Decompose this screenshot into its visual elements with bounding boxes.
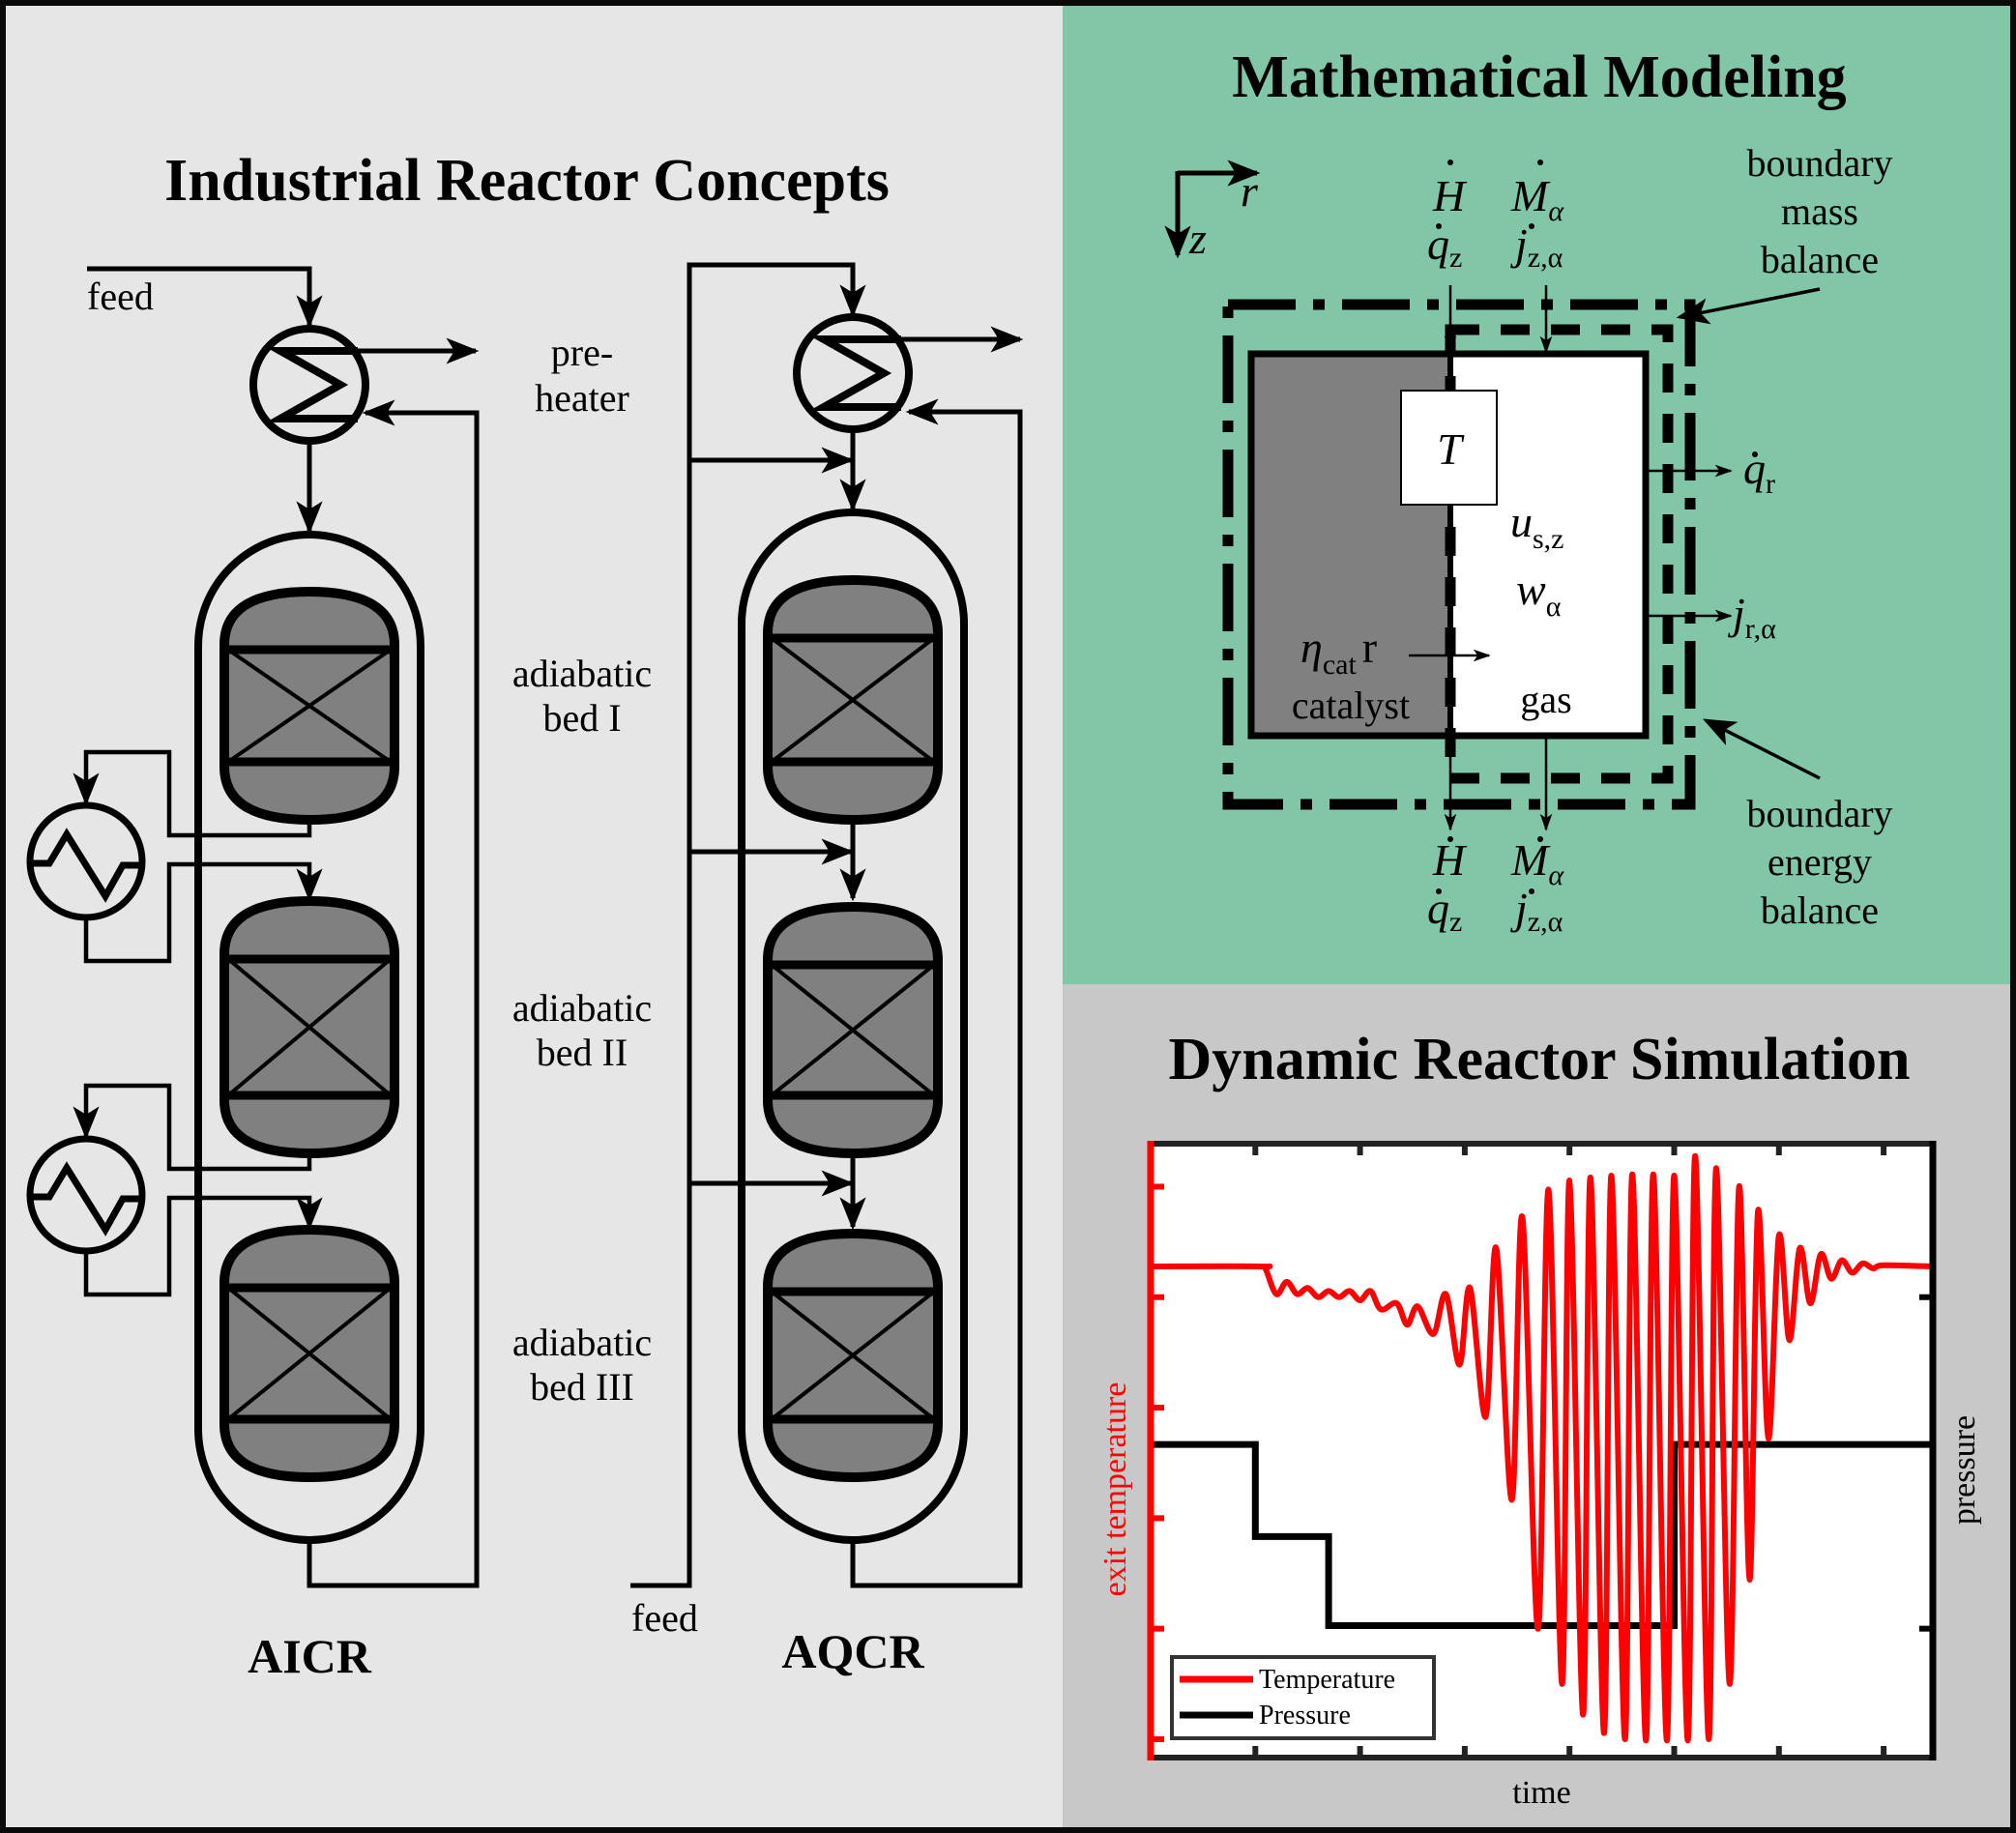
energy-balance-boundary [1222, 299, 1696, 810]
bed-packing-cross-icon [770, 963, 936, 1097]
temperature-series-line [1150, 1152, 1934, 1744]
radial-heat-label: qr [1743, 444, 1775, 500]
aqcr-name: AQCR [781, 1624, 924, 1678]
bed-packing-cross-icon [226, 648, 393, 764]
mass-callout-line-3: balance [1761, 238, 1879, 281]
reactor-concepts-title: Industrial Reactor Concepts [164, 148, 890, 214]
bed1-label-1: adiabatic [512, 652, 652, 695]
feed-line [87, 266, 323, 329]
aicr-reactor [26, 266, 480, 1588]
aicr-name: AICR [248, 1629, 372, 1683]
reactor-concepts-panel: Industrial Reactor Concepts pre- heater … [6, 6, 1063, 1827]
recycle-line [307, 399, 480, 1588]
preheater-label-2: heater [535, 376, 629, 420]
dot-accent-icon [1436, 223, 1442, 229]
bed-packing-cross-icon [226, 957, 393, 1097]
enthalpy-out-label: H [1432, 835, 1468, 885]
heat-exchanger-zigzag-icon [33, 828, 139, 903]
mass-callout-line-1: boundary [1746, 141, 1892, 185]
modeling-panel: Mathematical Modeling r z T [1063, 6, 2010, 984]
dot-accent-icon [1752, 451, 1758, 457]
energy-callout-line-2: energy [1768, 840, 1872, 884]
catalyst-label: catalyst [1292, 684, 1410, 727]
mass-out-label: Mα [1510, 835, 1564, 891]
pressure-series-line [1151, 1440, 1933, 1629]
bed-packing-cross-icon [226, 1286, 393, 1421]
bed1-label-2: bed I [542, 696, 621, 740]
bed2-label-2: bed II [537, 1031, 628, 1074]
side-labels: pre- heater adiabatic bed I adiabatic be… [512, 331, 652, 1409]
aicr-feed-label: feed [87, 275, 154, 318]
dot-accent-icon [1529, 888, 1534, 894]
aqcr-reactor [630, 262, 1024, 1588]
dot-accent-icon [1537, 836, 1543, 842]
modeling-title: Mathematical Modeling [1232, 44, 1846, 110]
mass-callout-line-2: mass [1781, 189, 1858, 233]
right-y-axis-label: pressure [1946, 1415, 1982, 1525]
mass-in-label: Mα [1510, 171, 1564, 227]
mass-callout-arrow-icon [1676, 287, 1821, 325]
aqcr-feed-label: feed [631, 1596, 698, 1640]
bottom-flux-labels: H Mα qz jz,α [1427, 835, 1564, 938]
coordinate-axes: r z [1164, 160, 1261, 263]
aqcr-feed-line [630, 262, 866, 1588]
preheater-label-1: pre- [551, 331, 613, 374]
simulation-panel: Dynamic Reactor Simulation time exit temp… [1063, 984, 2010, 1827]
top-flux-labels: H Mα qz jz,α [1427, 160, 1564, 274]
hx1-outlet-line [83, 861, 323, 964]
reactor-shell [738, 509, 968, 1544]
reactor-shell [194, 531, 424, 1544]
heat-exchanger-zigzag-icon [33, 1161, 139, 1237]
dot-accent-icon [1537, 160, 1543, 165]
energy-callout-arrow-icon [1702, 718, 1821, 780]
x-axis-label: time [1512, 1775, 1570, 1811]
heat-out-label: qz [1427, 884, 1462, 938]
z-axis-label: z [1188, 214, 1207, 263]
preheater-coil-icon [265, 347, 358, 422]
temperature-box [1400, 390, 1498, 506]
radial-mass-label: jr,α [1728, 589, 1776, 645]
energy-balance-callout: boundary energy balance [1702, 718, 1893, 932]
bed3-label-2: bed III [530, 1365, 634, 1409]
enthalpy-in-label: H [1432, 171, 1468, 220]
bed2-label-1: adiabatic [512, 986, 652, 1030]
legend-label-pressure: Pressure [1259, 1701, 1351, 1731]
bed3-label-1: adiabatic [512, 1321, 652, 1364]
diffusion-out-label: jz,α [1510, 884, 1563, 938]
heat-in-label: qz [1427, 219, 1462, 274]
r-axis-label: r [1241, 166, 1259, 216]
dot-accent-icon [1447, 836, 1453, 842]
dot-accent-icon [1447, 160, 1453, 165]
preheater-icon [249, 325, 369, 445]
mass-fraction-label: wα [1516, 565, 1562, 623]
legend-label-temperature: Temperature [1259, 1665, 1395, 1695]
mass-balance-callout: boundary mass balance [1676, 141, 1893, 325]
simulation-title: Dynamic Reactor Simulation [1169, 1027, 1911, 1092]
dot-accent-icon [1436, 888, 1442, 894]
hx2-inlet-line [73, 1083, 312, 1172]
hx1-inlet-line [73, 749, 312, 838]
bed-packing-cross-icon [770, 636, 936, 764]
dot-accent-icon [1529, 223, 1534, 229]
simulation-chart: time exit temperature pressureTemperatureP… [1097, 1141, 1982, 1811]
preheater-coil-icon [808, 335, 901, 411]
bed-packing-cross-icon [770, 1290, 936, 1421]
hx2-outlet-line [83, 1195, 323, 1297]
gas-label: gas [1520, 678, 1571, 721]
left-y-axis-label: exit temperature [1097, 1382, 1133, 1597]
aqcr-recycle-line [850, 398, 1023, 1588]
energy-callout-line-3: balance [1761, 888, 1879, 932]
diffusion-in-label: jz,α [1510, 219, 1563, 274]
temperature-label: T [1437, 424, 1465, 474]
legend-box [1170, 1655, 1436, 1740]
energy-callout-line-1: boundary [1746, 792, 1892, 835]
superficial-velocity-label: us,z [1510, 497, 1564, 555]
